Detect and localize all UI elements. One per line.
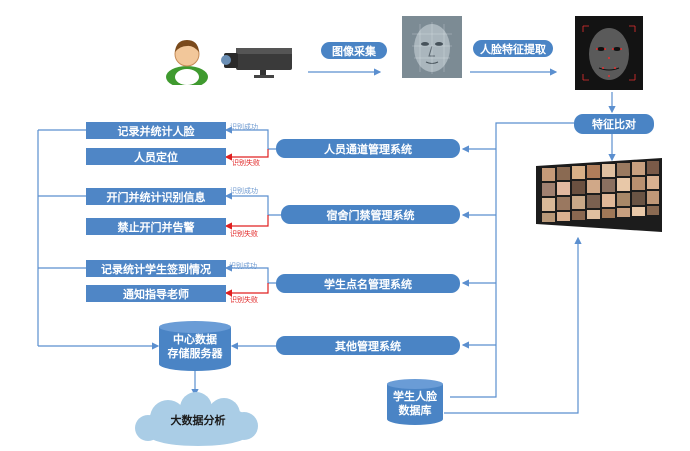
student-face-db-cylinder	[387, 379, 443, 425]
person-icon	[166, 40, 208, 85]
failed-tag: 识别失败	[230, 230, 258, 238]
notify-teacher-box: 通知指导老师	[86, 285, 226, 302]
image-acquisition-label: 图像采集	[321, 42, 387, 59]
record-signin-box: 记录统计学生签到情况	[86, 260, 226, 277]
cloud-icon	[135, 392, 258, 446]
feature-comparison-label: 特征比对	[574, 114, 654, 134]
locate-person-box: 人员定位	[86, 148, 226, 165]
face-scan-icon	[402, 16, 462, 78]
big-data-label: 大数据分析	[170, 414, 226, 427]
recognized-tag: 识别成功	[230, 123, 258, 131]
central-server-label: 中心数据 存储服务器	[167, 333, 223, 360]
camera-icon	[221, 48, 292, 78]
forbid-open-alarm-box: 禁止开门并告警	[86, 218, 226, 235]
record-count-faces-box: 记录并统计人脸	[86, 122, 226, 139]
personnel-channel-system: 人员通道管理系统	[276, 139, 460, 158]
open-door-record-box: 开门并统计识别信息	[86, 188, 226, 205]
face-feature-extraction-label: 人脸特征提取	[473, 40, 553, 57]
dorm-access-system: 宿舍门禁管理系统	[281, 205, 460, 224]
failed-tag: 识别失败	[232, 159, 260, 167]
central-server-cylinder	[159, 321, 231, 371]
failed-tag: 识别失败	[230, 296, 258, 304]
face-feature-icon	[575, 16, 643, 90]
recognized-tag: 识别成功	[230, 187, 258, 195]
recognized-tag: 识别成功	[229, 262, 257, 270]
student-rollcall-system: 学生点名管理系统	[276, 274, 460, 293]
face-gallery-screen	[536, 158, 662, 232]
student-face-db-label: 学生人脸 数据库	[393, 390, 437, 417]
other-system: 其他管理系统	[276, 336, 460, 355]
